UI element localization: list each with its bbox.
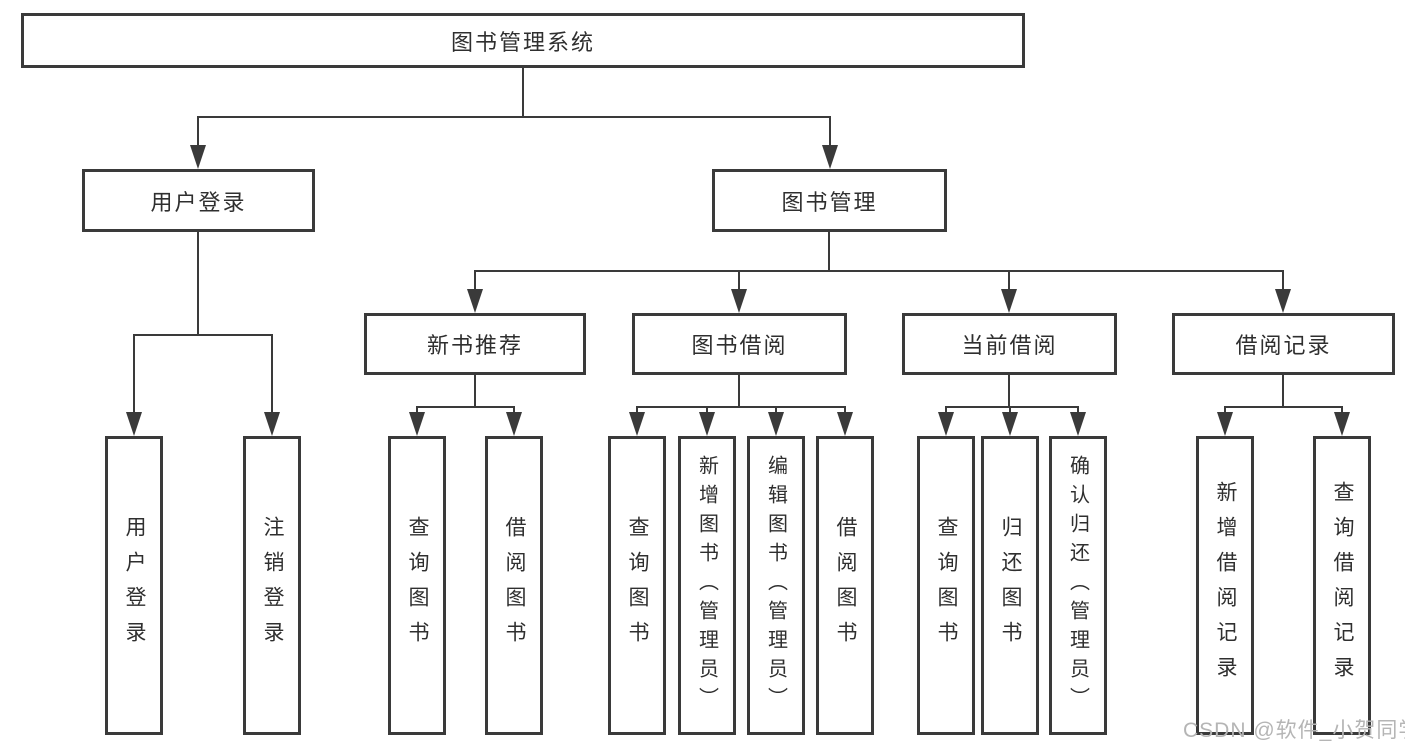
node-label: 确认归还（管理员） [1066,455,1089,716]
connector-user-login-rail [133,334,273,336]
node-book-borrow: 图书借阅 [632,313,847,375]
connector-drop-leaf [844,406,846,414]
node-label: 新增图书（管理员） [695,455,718,716]
node-label: 用户登录 [150,189,247,215]
node-label: 图书借阅 [691,333,788,358]
connector-drop-leaf [706,406,708,414]
node-label: 查询图书 [626,515,649,656]
connector-user-login-stem [197,232,199,336]
node-library-management-system: 图书管理系统 [21,13,1025,68]
leaf-user-login: 用户登录 [105,436,163,735]
leaf-confirm-return-admin: 确认归还（管理员） [1049,436,1107,735]
leaf-logout: 注销登录 [243,436,301,735]
node-current-borrow: 当前借阅 [902,313,1117,375]
node-label: 查询借阅记录 [1331,480,1354,691]
connector-drop-leaf [271,334,273,412]
node-label: 查询图书 [935,515,958,656]
connector-drop-leaf [133,334,135,412]
arrow-down-icon [1334,412,1350,436]
arrow-down-icon [837,412,853,436]
connector-stem [1282,375,1284,408]
connector-drop-leaf [775,406,777,414]
connector-drop-module [1008,270,1010,291]
connector-root-rail [197,116,831,118]
connector-drop-book-management [829,116,831,147]
node-book-management: 图书管理 [712,169,947,232]
connector-drop-user-login [197,116,199,147]
connector-root-stem [522,68,524,118]
arrow-down-icon [822,145,838,169]
arrow-down-icon [938,412,954,436]
leaf-return-books: 归还图书 [981,436,1039,735]
arrow-down-icon [1002,412,1018,436]
node-label: 借阅图书 [503,515,526,656]
arrow-down-icon [264,412,280,436]
leaf-query-borrow-record: 查询借阅记录 [1313,436,1371,735]
node-label: 用户登录 [123,515,146,656]
connector-drop-module [1282,270,1284,291]
arrow-down-icon [467,289,483,313]
connector-drop-leaf [636,406,638,414]
csdn-watermark: CSDN @软件_小贺同学 [1183,719,1405,742]
leaf-borrow-books: 借阅图书 [816,436,874,735]
node-label: 查询图书 [406,515,429,656]
connector-drop-leaf [1224,406,1226,414]
node-label: 借阅图书 [834,515,857,656]
arrow-down-icon [126,412,142,436]
node-label: 新增借阅记录 [1214,480,1237,691]
leaf-add-borrow-record: 新增借阅记录 [1196,436,1254,735]
leaf-add-books-admin: 新增图书（管理员） [678,436,736,735]
leaf-query-books-current: 查询图书 [917,436,975,735]
connector-rail [637,406,846,408]
arrow-down-icon [506,412,522,436]
node-label: 图书管理 [781,189,878,215]
leaf-edit-books-admin: 编辑图书（管理员） [747,436,805,735]
connector-book-management-stem [828,232,830,272]
leaf-borrow-books-recommend: 借阅图书 [485,436,543,735]
connector-drop-leaf [1009,406,1011,414]
arrow-down-icon [768,412,784,436]
node-new-book-recommend: 新书推荐 [364,313,586,375]
leaf-query-books-borrow: 查询图书 [608,436,666,735]
node-label: 归还图书 [999,515,1022,656]
node-label: 注销登录 [261,515,284,656]
node-borrow-records: 借阅记录 [1172,313,1395,375]
node-label: 图书管理系统 [450,29,595,55]
node-label: 新书推荐 [426,333,523,358]
connector-drop-leaf [1341,406,1343,414]
connector-stem [474,375,476,408]
connector-drop-leaf [513,406,515,414]
connector-book-management-rail [474,270,1284,272]
arrow-down-icon [699,412,715,436]
leaf-query-books-recommend: 查询图书 [388,436,446,735]
connector-drop-leaf [945,406,947,414]
connector-rail [417,406,515,408]
arrow-down-icon [731,289,747,313]
connector-drop-leaf [1077,406,1079,414]
node-label: 编辑图书（管理员） [764,455,787,716]
connector-stem [1008,375,1010,408]
arrow-down-icon [1001,289,1017,313]
arrow-down-icon [1275,289,1291,313]
arrow-down-icon [1070,412,1086,436]
arrow-down-icon [629,412,645,436]
connector-drop-module [474,270,476,291]
arrow-down-icon [190,145,206,169]
connector-drop-module [738,270,740,291]
connector-stem [738,375,740,408]
node-label: 借阅记录 [1235,333,1332,358]
arrow-down-icon [409,412,425,436]
arrow-down-icon [1217,412,1233,436]
connector-rail [1225,406,1343,408]
node-label: 当前借阅 [961,333,1058,358]
connector-rail [946,406,1079,408]
node-user-login: 用户登录 [82,169,315,232]
connector-drop-leaf [416,406,418,414]
